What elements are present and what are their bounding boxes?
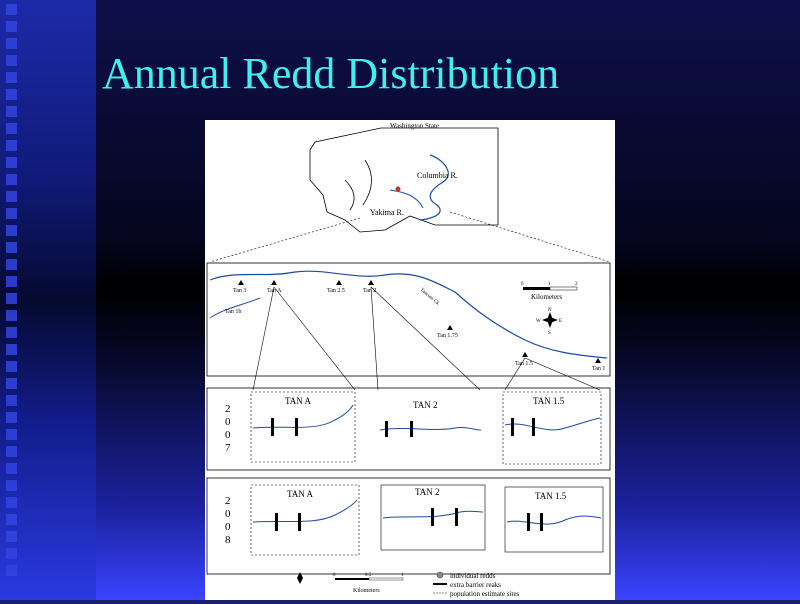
columbia-label: Columbia R.: [417, 171, 458, 180]
study-area-marker: [395, 186, 401, 192]
site-tana: Tan A: [267, 288, 282, 294]
svg-text:individual redds: individual redds: [450, 572, 496, 580]
label-2007-tan15: TAN 1.5: [533, 396, 565, 406]
washington-map: [309, 127, 499, 233]
label-2007-tana: TAN A: [285, 396, 312, 406]
svg-text:0: 0: [225, 521, 231, 533]
legend-compass-icon: [297, 572, 303, 584]
zoom-line-left: [209, 217, 361, 263]
svg-text:1: 1: [401, 573, 404, 578]
panel-2008-tana: [250, 484, 360, 556]
svg-text:Kilometers: Kilometers: [353, 588, 380, 594]
legend: 0 0.5 1 Kilometers individual redds extr…: [297, 571, 519, 598]
year-2008-label: 2 0 0 8: [225, 495, 231, 546]
svg-text:S: S: [548, 331, 551, 336]
panels-2007-group: [206, 387, 611, 471]
svg-text:8: 8: [225, 534, 231, 546]
site-tan25: Tan 2.5: [327, 288, 345, 294]
yakima-label: Yakima R.: [370, 208, 404, 217]
year-2007-label: 2 0 0 7: [225, 403, 231, 454]
svg-text:0: 0: [333, 573, 336, 578]
state-label: Washington State: [390, 122, 439, 130]
svg-text:1: 1: [548, 282, 551, 287]
svg-text:2: 2: [575, 282, 578, 287]
svg-text:0: 0: [521, 282, 524, 287]
svg-text:population estimate sites: population estimate sites: [450, 590, 519, 598]
panel-2007-tan15: [502, 391, 602, 465]
label-2008-tan2: TAN 2: [415, 487, 440, 497]
zoom-line-right: [449, 211, 611, 263]
columbia-river-path: [419, 154, 449, 221]
panels-2008-group: [206, 477, 611, 575]
main-stream-path: [209, 270, 608, 359]
svg-text:E: E: [559, 319, 562, 324]
svg-text:extra barrier reaks: extra barrier reaks: [450, 581, 501, 589]
site-tan1b: Tan 1b: [225, 309, 241, 315]
yakima-river-path: [389, 189, 424, 209]
site-tan1: Tan 1: [592, 366, 605, 372]
site-tan15: Tan 1.5: [515, 361, 533, 367]
panel-2008-tan2: [380, 484, 486, 551]
compass-icon: N E S W: [536, 308, 562, 336]
svg-text:0: 0: [225, 416, 231, 428]
label-2008-tana: TAN A: [287, 489, 314, 499]
svg-text:7: 7: [225, 442, 231, 454]
panel-connector-lines: [252, 286, 601, 391]
svg-text:Kilometers: Kilometers: [531, 293, 562, 301]
site-tan2: Tan 2: [363, 288, 376, 294]
label-2007-tan2: TAN 2: [413, 400, 438, 410]
left-decorative-band: [0, 0, 96, 600]
panel-2008-tan15: [504, 486, 604, 553]
site-tan175: Tan 1.75: [437, 333, 458, 339]
label-2008-tan15: TAN 1.5: [535, 491, 567, 501]
svg-text:W: W: [536, 319, 541, 324]
svg-text:0: 0: [225, 508, 231, 520]
svg-text:N: N: [548, 308, 552, 313]
tributary-path: [209, 297, 261, 319]
panel-2007-tana: [250, 391, 356, 463]
svg-text:0: 0: [225, 429, 231, 441]
redd-distribution-figure: Washington State Columbia R. Yakima R. T…: [205, 120, 615, 600]
map-figure-svg: Washington State Columbia R. Yakima R. T…: [206, 122, 611, 598]
site-markers: Tan 3 Tan A Tan 2.5 Tan 2 Tan 1b Tan 1.7…: [225, 280, 605, 372]
svg-text:2: 2: [225, 495, 231, 507]
svg-text:2: 2: [225, 403, 231, 415]
slide-title: Annual Redd Distribution: [102, 49, 560, 98]
site-tan3: Tan 3: [233, 288, 246, 294]
overview-scale-bar: 0 1 2 Kilometers: [521, 282, 578, 301]
svg-text:0.5: 0.5: [365, 573, 372, 578]
square-bullets-column: [6, 0, 22, 604]
